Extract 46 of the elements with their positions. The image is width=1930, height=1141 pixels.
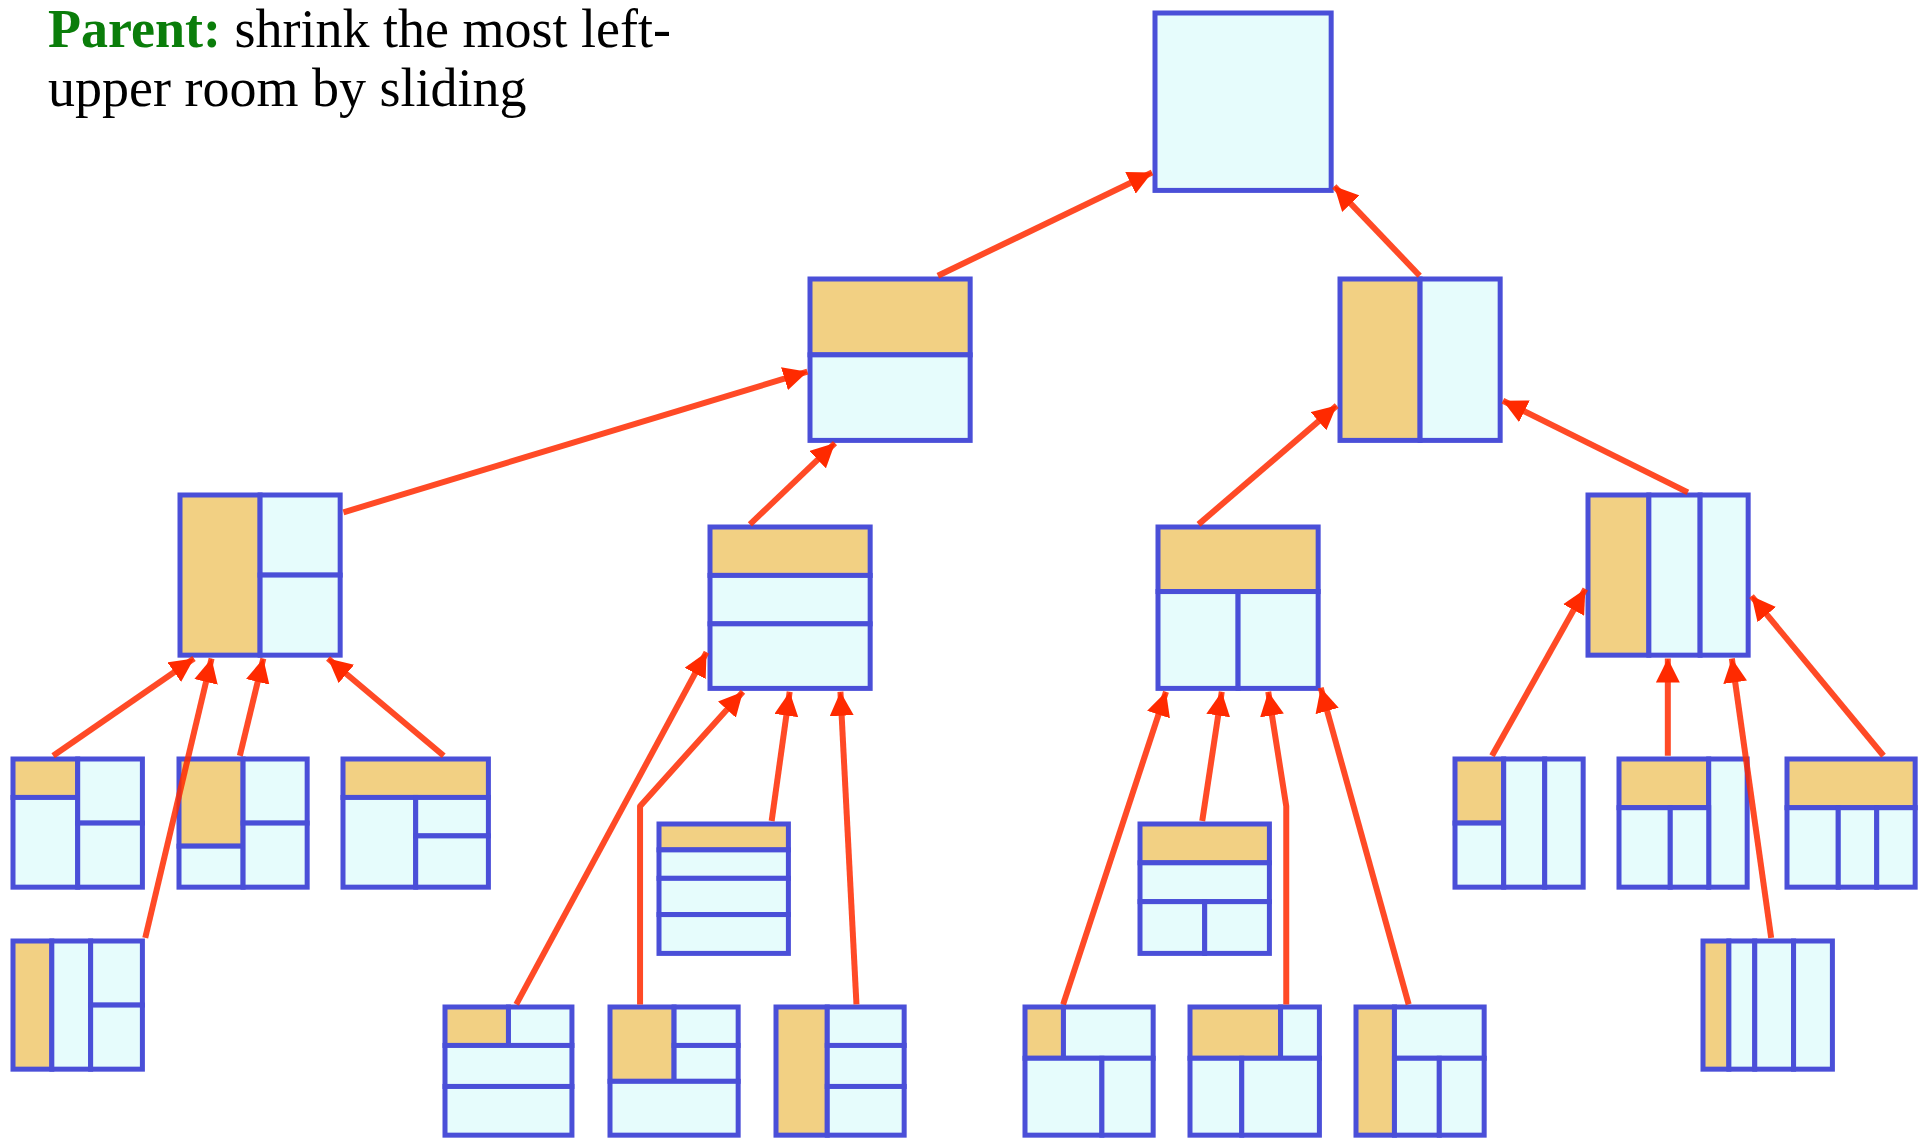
arrow [342,367,809,516]
floorplan-drawing [656,821,792,957]
floorplan-drawing [339,755,492,890]
floorplan-drawing [1699,937,1836,1073]
floorplan-drawing [441,1004,575,1139]
arrow [1196,403,1339,527]
arrow [513,650,710,1006]
arrow [236,657,270,757]
arrow [1315,687,1412,1006]
title: Parent: shrink the most left-upper room by sliding [48,0,672,119]
arrow [936,169,1154,279]
floorplan-drawing [9,755,146,890]
floorplan-drawing [1783,755,1918,890]
floorplan-drawing [1452,755,1587,890]
arrow [768,691,799,822]
arrow [637,689,746,1005]
arrow [326,656,446,759]
arrow [1655,658,1680,756]
arrow [1060,690,1170,1006]
floorplan-drawing [9,937,146,1073]
arrow [1260,691,1290,1005]
arrow [747,440,838,527]
floorplan-drawing [176,755,311,890]
floorplan-drawing [1616,755,1751,890]
arrow [1199,691,1231,822]
arrow [142,657,218,939]
arrow [51,656,196,759]
arrow [829,691,860,1005]
floorplan-drawing [1152,9,1335,194]
floorplan-drawing [1137,821,1273,957]
arrow [1723,658,1775,939]
arrow [1489,587,1588,758]
floorplan-drawing [606,1004,741,1139]
arrow [1749,594,1886,758]
arrow [1501,398,1690,496]
floorplan-drawing [773,1004,908,1139]
floorplan-drawing [706,524,873,692]
floorplan-drawing [1336,275,1503,444]
floorplan-drawing [177,492,344,659]
floorplan-drawing [1585,492,1752,659]
floorplan-drawing [1186,1004,1322,1139]
floorplan-drawing [807,275,974,444]
floorplan-drawing [1352,1004,1487,1139]
arrow [1332,184,1422,278]
floorplan-drawing [1154,524,1321,692]
floorplan-drawing [1021,1004,1156,1139]
